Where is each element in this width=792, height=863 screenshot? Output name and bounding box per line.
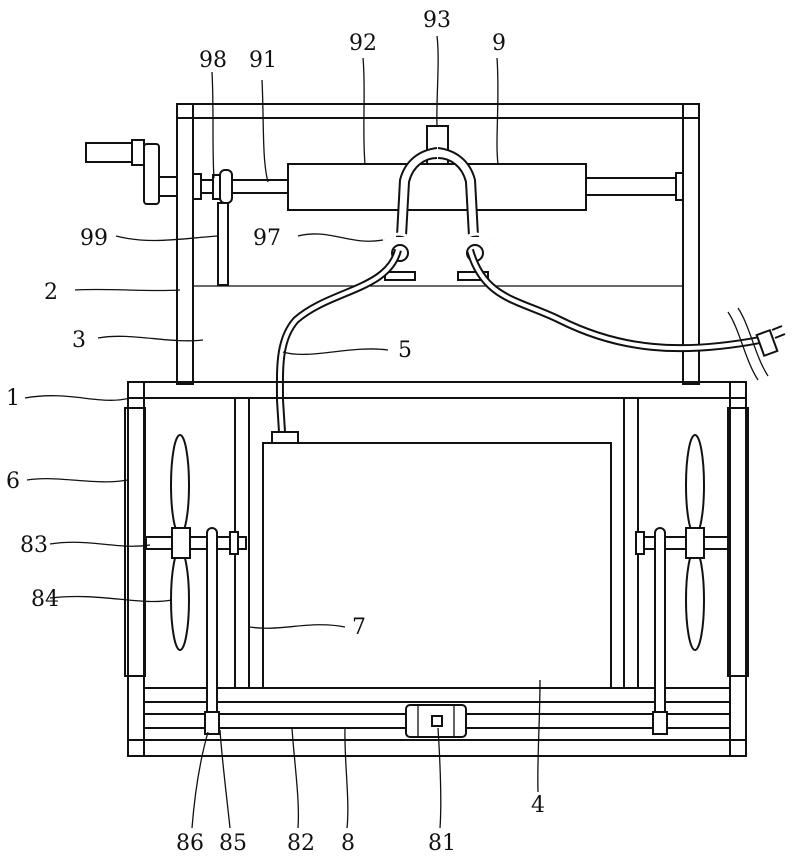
label-93: 93 xyxy=(423,8,451,33)
label-6: 6 xyxy=(6,469,20,494)
support-rod xyxy=(218,203,228,285)
battery-block xyxy=(263,432,611,688)
base-layer xyxy=(144,688,730,702)
label-97: 97 xyxy=(253,226,281,251)
label-3: 3 xyxy=(72,328,86,353)
label-99: 99 xyxy=(80,226,108,251)
hand-crank xyxy=(86,140,288,204)
label-4: 4 xyxy=(531,793,545,818)
label-82: 82 xyxy=(287,831,315,856)
label-92: 92 xyxy=(349,31,377,56)
fan-right xyxy=(636,435,728,734)
label-83: 83 xyxy=(20,533,48,558)
label-91: 91 xyxy=(249,48,277,73)
label-9: 9 xyxy=(492,31,506,56)
label-8: 8 xyxy=(341,831,355,856)
label-5: 5 xyxy=(398,338,412,363)
label-86: 86 xyxy=(176,831,204,856)
label-2: 2 xyxy=(44,280,58,305)
screw-sleeve xyxy=(288,164,683,210)
drive-shaft xyxy=(144,705,730,737)
label-1: 1 xyxy=(6,386,20,411)
label-81: 81 xyxy=(428,831,456,856)
fan-left xyxy=(146,435,246,734)
label-85: 85 xyxy=(219,831,247,856)
label-7: 7 xyxy=(352,615,366,640)
power-cable xyxy=(280,250,785,432)
label-98: 98 xyxy=(199,48,227,73)
label-84: 84 xyxy=(31,587,59,612)
